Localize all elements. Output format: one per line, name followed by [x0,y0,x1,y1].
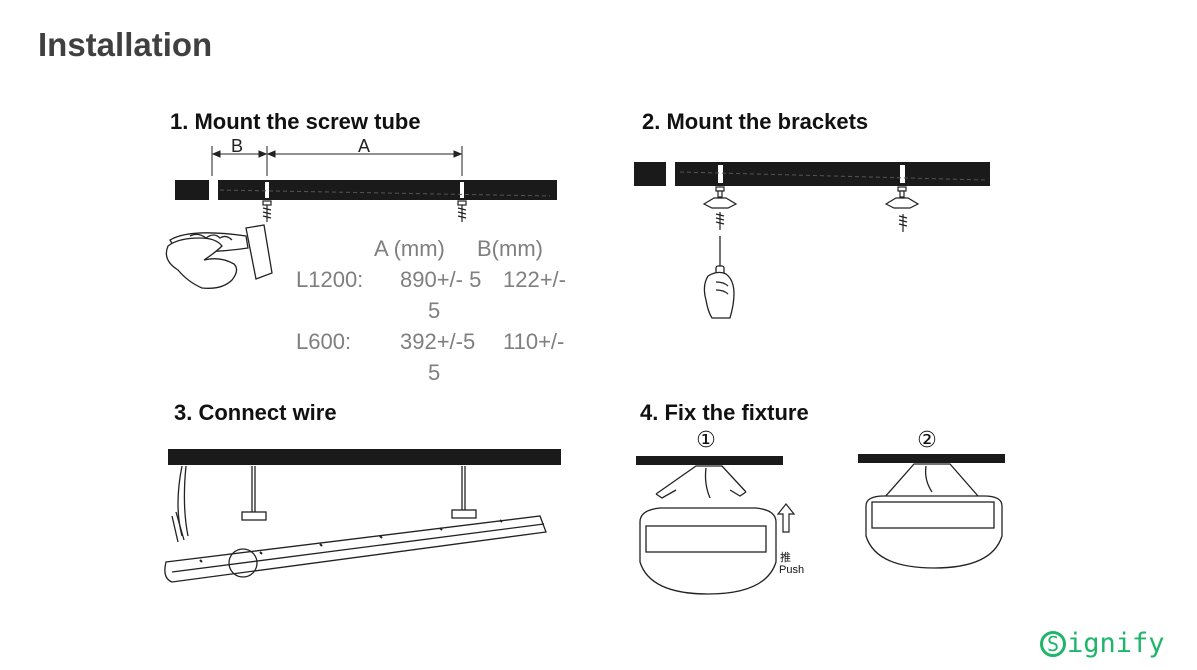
page-title: Installation [38,26,213,63]
fixture-diagram-2 [858,454,1005,569]
table-row-b: 110+/- [503,329,565,354]
table-row-b-wrap: 5 [428,360,441,385]
fixture-step-1-marker: ① [696,428,716,453]
table-row-model: L600: [296,329,352,354]
step-4-heading: 4. Fix the fixture [640,400,809,425]
step-3-heading: 3. Connect wire [174,400,337,425]
logo-s-mark: S [1040,630,1066,657]
wire-icon [171,465,477,543]
screw-icon [262,200,467,222]
table-row-a: 392+/-5 [400,329,476,354]
step2-rail [634,162,990,186]
push-label-en: Push [779,564,805,576]
table-row-b: 122+/- [503,267,566,292]
fixture-diagram-1 [636,456,783,595]
push-label-cn: 推 [780,552,791,564]
step-2-heading: 2. Mount the brackets [642,109,869,134]
hammer-hand-icon [165,224,273,289]
fixture-icon [164,515,547,583]
logo-wordmark: ignify [1067,628,1165,659]
table-header-a: A (mm) [374,236,445,261]
dimension-a-label: A [358,136,370,156]
fixture-step-2-marker: ② [917,428,937,453]
screwdriver-hand-icon [703,236,735,319]
step-1-heading: 1. Mount the screw tube [170,109,421,134]
step1-rail [175,180,557,200]
table-row-a: 890+/- 5 [400,267,482,292]
bracket-icon [702,186,920,232]
dimension-lines [211,146,463,176]
table-row-b-wrap: 5 [428,298,441,323]
push-arrow-icon [776,503,796,533]
table-header-b: B(mm) [477,236,543,261]
table-row-model: L1200: [296,267,364,292]
dimension-b-label: B [231,136,243,156]
step3-ceiling [168,449,561,465]
